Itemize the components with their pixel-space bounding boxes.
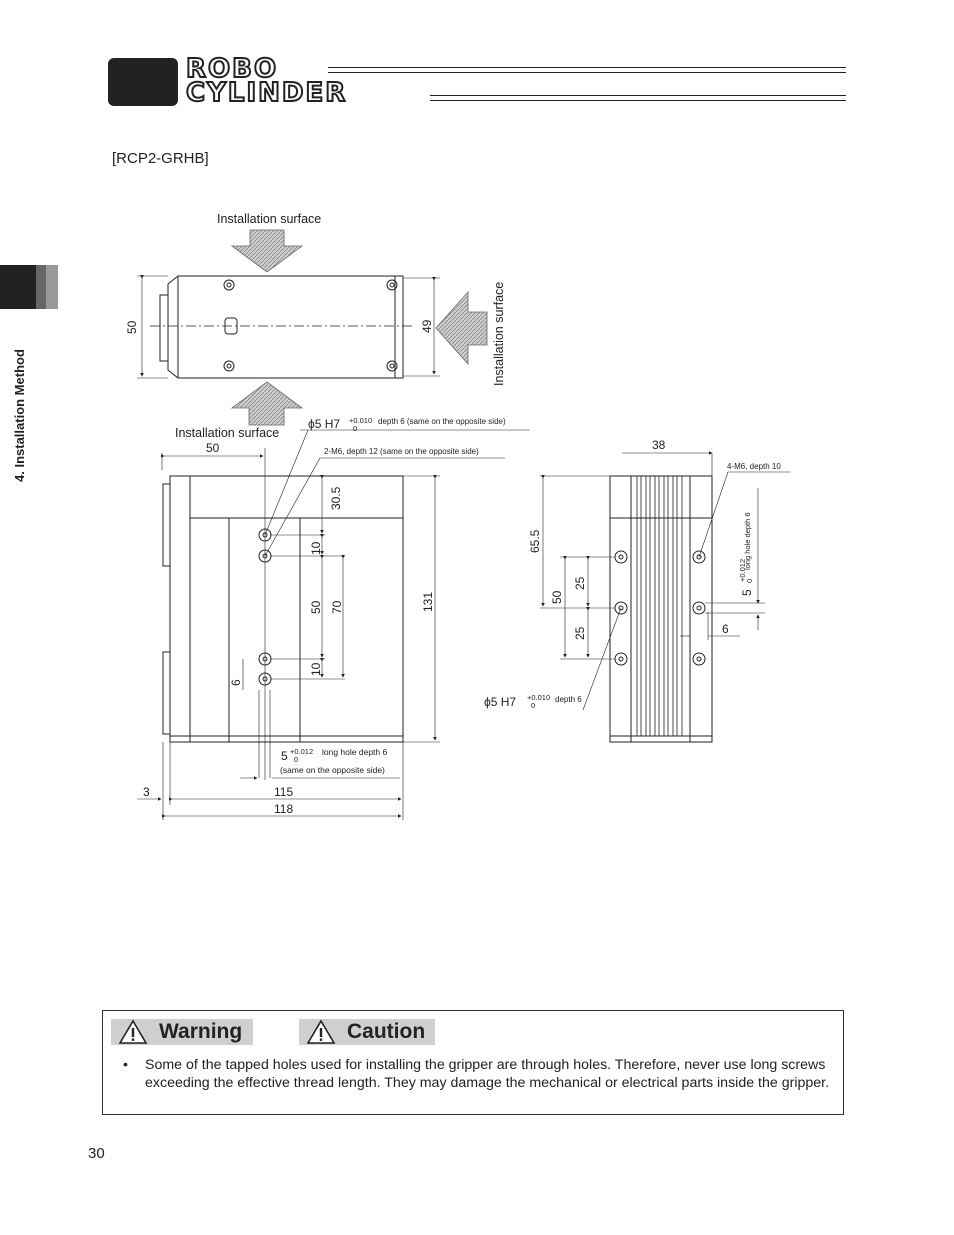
dim-30-5: 30.5 bbox=[329, 486, 343, 510]
warning-tag: Warning bbox=[111, 1019, 253, 1045]
page-number: 30 bbox=[88, 1145, 105, 1162]
logo-letter-c: C bbox=[142, 78, 164, 108]
slot-tol-low: 0 bbox=[294, 755, 298, 764]
logo-word-cylinder: CYLINDER bbox=[185, 77, 348, 109]
installation-arrow-icon bbox=[435, 290, 488, 366]
caution-tag: Caution bbox=[299, 1019, 435, 1045]
header-rule-3 bbox=[430, 95, 846, 96]
pin-hole-tol-low: 0 bbox=[353, 424, 357, 433]
side-dim-38: 38 bbox=[652, 438, 666, 452]
side-dim-65-5: 65.5 bbox=[528, 529, 542, 553]
tapped-note: 2-M6, depth 12 (same on the opposite sid… bbox=[324, 447, 479, 456]
dim-50-top: 50 bbox=[125, 320, 139, 334]
installation-arrow-icon bbox=[230, 229, 304, 273]
side-pin-note: depth 6 bbox=[555, 695, 582, 704]
side-slot-tol: +0.012 bbox=[738, 559, 747, 582]
dim-3: 3 bbox=[143, 785, 150, 799]
dim-70: 70 bbox=[330, 600, 344, 614]
side-pin-tol-low: 0 bbox=[531, 701, 535, 710]
warning-box: Warning Caution • Some of the tapped hol… bbox=[102, 1010, 844, 1115]
slot-note-2: (same on the opposite side) bbox=[280, 765, 385, 775]
side-dim-25-b: 25 bbox=[573, 626, 587, 640]
dim-6-left: 6 bbox=[229, 679, 243, 686]
label-install-top: Installation surface bbox=[217, 212, 321, 226]
robo-cylinder-logo: R C ROBO CYLINDER bbox=[108, 53, 848, 111]
caution-label: Caution bbox=[347, 1020, 426, 1043]
slot-main: 5 bbox=[281, 749, 288, 763]
dim-131: 131 bbox=[421, 592, 435, 612]
dim-front-50: 50 bbox=[206, 441, 220, 455]
header-rule-4 bbox=[430, 100, 846, 101]
dim-10-a: 10 bbox=[309, 541, 323, 555]
dim-10-b: 10 bbox=[309, 662, 323, 676]
dim-118: 118 bbox=[274, 802, 293, 816]
pin-hole-spec: ϕ5 H7 bbox=[308, 417, 340, 431]
side-slot-main: 5 bbox=[740, 589, 754, 596]
pin-hole-note: depth 6 (same on the opposite side) bbox=[378, 417, 506, 426]
side-slot-tol-low: 0 bbox=[745, 579, 754, 583]
dimension-drawing: Installation surface Installation surfac… bbox=[125, 212, 790, 820]
warning-label: Warning bbox=[159, 1020, 243, 1043]
slot-tol: +0.012 bbox=[290, 747, 313, 756]
logo-letter-r: R bbox=[116, 58, 138, 89]
label-install-right: Installation surface bbox=[492, 282, 506, 386]
side-pin-tol: +0.010 bbox=[527, 693, 550, 702]
side-slot-note: long hole depth 6 bbox=[743, 512, 752, 570]
warning-note-text: Some of the tapped holes used for instal… bbox=[145, 1057, 830, 1091]
dim-115: 115 bbox=[274, 785, 293, 799]
header-rule-1 bbox=[328, 67, 846, 68]
side-dim-25-a: 25 bbox=[573, 576, 587, 590]
side-dim-50: 50 bbox=[550, 590, 564, 604]
warning-note: • Some of the tapped holes used for inst… bbox=[123, 1056, 843, 1092]
chapter-tab bbox=[0, 265, 58, 309]
caution-triangle-icon bbox=[307, 1019, 335, 1044]
header-rule-2 bbox=[328, 72, 846, 73]
warning-triangle-icon bbox=[119, 1019, 147, 1044]
installation-arrow-icon bbox=[230, 381, 304, 426]
logo-word-robo: ROBO bbox=[185, 53, 279, 85]
side-dim-6: 6 bbox=[722, 622, 729, 636]
side-tapped-note: 4-M6, depth 10 bbox=[727, 462, 781, 471]
logo-mark: R C bbox=[108, 56, 178, 111]
pin-hole-tol: +0.010 bbox=[349, 416, 372, 425]
side-pin-spec: ϕ5 H7 bbox=[484, 695, 516, 709]
dim-50-mid: 50 bbox=[309, 600, 323, 614]
dim-49: 49 bbox=[420, 319, 434, 333]
bullet: • bbox=[123, 1057, 128, 1073]
slot-note: long hole depth 6 bbox=[322, 747, 387, 757]
section-title: [RCP2-GRHB] bbox=[112, 150, 209, 167]
label-install-left: Installation surface bbox=[175, 426, 279, 440]
